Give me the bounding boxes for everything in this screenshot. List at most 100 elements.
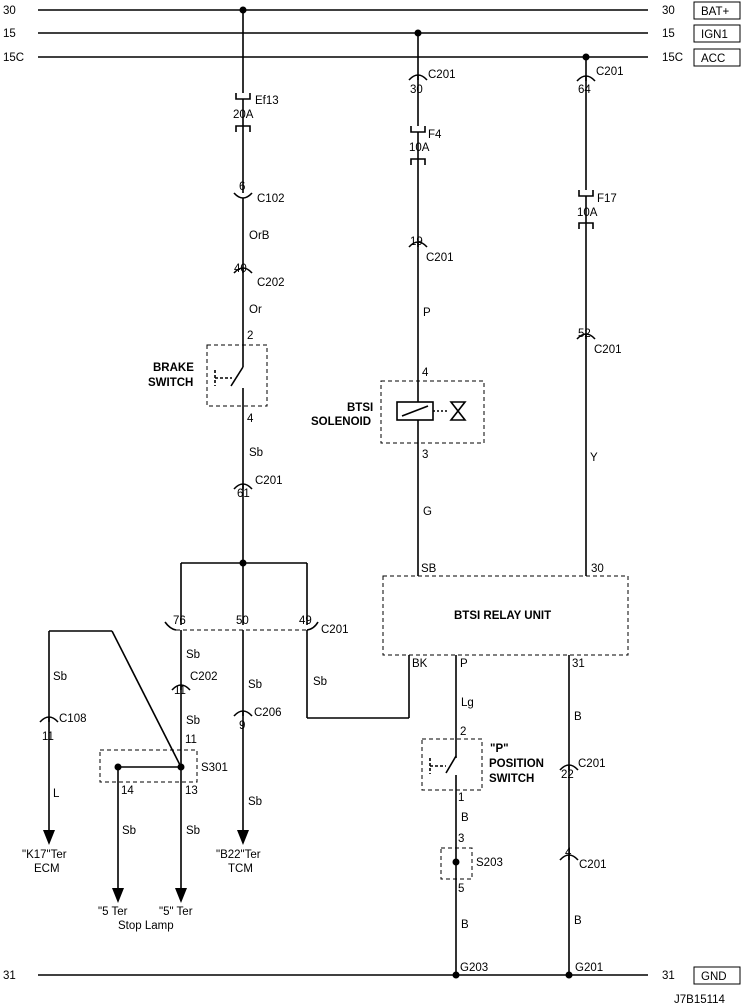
arrow-k17	[43, 830, 55, 845]
c108-label: C108	[59, 713, 87, 725]
solenoid-box	[380, 380, 485, 444]
rail-bat-left: 30	[3, 5, 16, 17]
g203-label: G203	[460, 962, 488, 974]
rail-acc: 15C 15C ACC	[3, 48, 741, 67]
rail-ign-right: 15	[662, 28, 675, 40]
pin-76: 76	[173, 615, 186, 627]
wire-sb-c1: Sb	[249, 447, 263, 459]
brake-pin-bot: 4	[247, 413, 254, 425]
pos-wire-lg: Lg	[461, 697, 474, 709]
connector-c102	[233, 192, 253, 199]
rail-bat-tag: BAT+	[701, 6, 730, 18]
c201-19-pin: 19	[410, 236, 423, 248]
valve-icon	[449, 401, 467, 421]
rail-gnd: 31 31 GND	[3, 966, 741, 985]
c201-4-pin: 4	[565, 847, 572, 859]
arrow-b22	[237, 830, 249, 845]
s203-pin-top: 3	[458, 833, 464, 845]
g201-label: G201	[575, 962, 603, 974]
pos-label-2: POSITION	[489, 758, 544, 770]
s301-pin-14: 14	[121, 785, 134, 797]
fuse-f4-name: F4	[428, 129, 442, 141]
c102-label: C102	[257, 193, 285, 205]
c206-label: C206	[254, 707, 282, 719]
pos-wire-b-1: B	[461, 812, 469, 824]
pin-49: 49	[299, 615, 312, 627]
dest-k17-1: "K17"Ter	[22, 849, 67, 861]
arrow-stop-a	[112, 888, 124, 903]
position-switch-box	[421, 738, 483, 791]
diagram-code: J7B15114	[674, 994, 726, 1006]
branch-bk: Sb	[306, 630, 410, 719]
c201-22-label: C201	[578, 758, 606, 770]
wire-orb: OrB	[249, 230, 270, 242]
c201-4-label: C201	[579, 859, 607, 871]
wire-g: G	[423, 506, 432, 518]
rail-gnd-left: 31	[3, 970, 16, 982]
pos-label-1: "P"	[490, 743, 509, 755]
branch-k17: Sb 11 C108 L "K17"Ter ECM	[22, 630, 182, 875]
s301-box	[99, 749, 198, 783]
relay-title: BTSI RELAY UNIT	[454, 610, 551, 622]
sol-pin-top: 4	[422, 367, 429, 379]
c202-label: C202	[257, 277, 285, 289]
relay-pin-30: 30	[591, 563, 604, 575]
fuse-f17-name: F17	[597, 193, 617, 205]
c201-52-label: C201	[594, 344, 622, 356]
wire-or: Or	[249, 304, 262, 316]
stop-wire-sb-4: Sb	[122, 825, 136, 837]
c201-64-pin: 64	[578, 84, 591, 96]
rail-ign-left: 15	[3, 28, 16, 40]
c201-64-label: C201	[596, 66, 624, 78]
dest-5ter-b: "5" Ter	[159, 906, 193, 918]
branch-stop-lamp: Sb 11 C202 Sb 11 S301 14 13 Sb Sb "5 Ter…	[98, 630, 228, 932]
rail-bat: 30 30 BAT+	[3, 1, 741, 20]
dest-b22-2: TCM	[228, 863, 253, 875]
brake-switch-actuator	[214, 370, 232, 386]
relay-pin-31: 31	[572, 658, 585, 670]
rail-acc-tag: ACC	[701, 53, 725, 65]
b22-wire-sb-7: Sb	[248, 796, 262, 808]
gnd-wire-b-3: B	[574, 711, 582, 723]
gnd-wire-b-4: B	[574, 915, 582, 927]
brake-switch-box	[206, 344, 268, 407]
stop-wire-sb-2: Sb	[186, 649, 200, 661]
dest-stop-lamp: Stop Lamp	[118, 920, 174, 932]
stop-wire-sb-5: Sb	[186, 825, 200, 837]
arrow-stop-b	[175, 888, 187, 903]
s301-pin-13: 13	[185, 785, 198, 797]
dest-5ter-a: "5 Ter	[98, 906, 128, 918]
sol-label-1: BTSI	[347, 402, 373, 414]
c201-b-label: C201	[321, 624, 349, 636]
c201-61-label: C201	[255, 475, 283, 487]
s203-pin-bot: 5	[458, 883, 464, 895]
relay-pin-p: P	[460, 658, 468, 670]
wire-y: Y	[590, 452, 598, 464]
brake-label-2: SWITCH	[148, 377, 193, 389]
s203-label: S203	[476, 857, 503, 869]
position-switch-actuator	[429, 758, 446, 774]
stop-wire-sb-3: Sb	[186, 715, 200, 727]
pin-50: 50	[236, 615, 249, 627]
fuse-ef13-rating: 20A	[233, 109, 254, 121]
sol-pin-bot: 3	[422, 449, 428, 461]
c202-11-label: C202	[190, 671, 218, 683]
fuse-f4-rating: 10A	[409, 142, 430, 154]
rail-acc-left: 15C	[3, 52, 24, 64]
k17-wire-l: L	[53, 788, 60, 800]
fuse-f17-rating: 10A	[577, 207, 598, 219]
sol-label-2: SOLENOID	[311, 416, 371, 428]
branch-ground-31: B 22 C201 4 C201 B G201	[559, 655, 607, 979]
connector-c201-76	[164, 621, 177, 631]
pos-label-3: SWITCH	[489, 773, 534, 785]
column-acc: 64 C201 F17 10A 52 C201 Y	[576, 53, 624, 576]
brake-label-1: BRAKE	[153, 362, 194, 374]
btsi-relay-unit: SB 30 BTSI RELAY UNIT BK P 31	[382, 563, 629, 670]
c201-30-pin: 30	[410, 84, 423, 96]
wire-p: P	[423, 307, 431, 319]
dest-b22-1: "B22"Ter	[216, 849, 261, 861]
branch-position-switch: Lg 2 "P" POSITION SWITCH 1 B 3 S203 5 B …	[421, 655, 544, 979]
rail-bat-right: 30	[662, 5, 675, 17]
c201-19-label: C201	[426, 252, 454, 264]
